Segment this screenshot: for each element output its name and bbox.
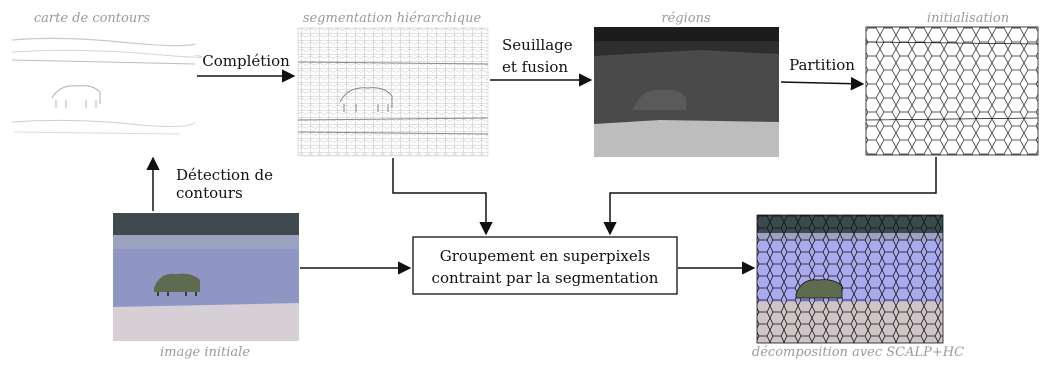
label-partition: Partition: [789, 56, 855, 74]
label-completion: Complétion: [202, 52, 290, 70]
hierarchical-segmentation-image: [297, 27, 489, 157]
arrow-initialisation-to-box: [603, 157, 937, 236]
regions-image: [594, 27, 779, 157]
arrow-partition: [780, 76, 865, 91]
central-box-line2: contraint par la segmentation: [432, 269, 659, 287]
label-threshold-line2: et fusion: [502, 58, 568, 76]
initialisation-image: [865, 26, 1039, 156]
initial-image: [113, 213, 299, 341]
caption-hierarchical-segmentation: segmentation hiérarchique: [303, 11, 482, 26]
caption-regions: régions: [661, 11, 711, 26]
caption-initialisation: initialisation: [927, 11, 1009, 26]
caption-initial-image: image initiale: [160, 345, 250, 360]
central-box-line1: Groupement en superpixels: [440, 247, 650, 265]
decomposition-image: [756, 214, 944, 344]
contour-map-image: [10, 28, 202, 158]
label-detection-line2: contours: [176, 184, 243, 202]
central-process-box: Groupement en superpixels contraint par …: [412, 236, 678, 295]
caption-decomposition: décomposition avec SCALP+HC: [752, 345, 964, 360]
caption-contour-map: carte de contours: [34, 11, 151, 26]
arrow-segmentation-to-box: [392, 158, 493, 236]
label-detection-line1: Détection de: [176, 166, 273, 184]
label-threshold-line1: Seuillage: [502, 36, 573, 54]
